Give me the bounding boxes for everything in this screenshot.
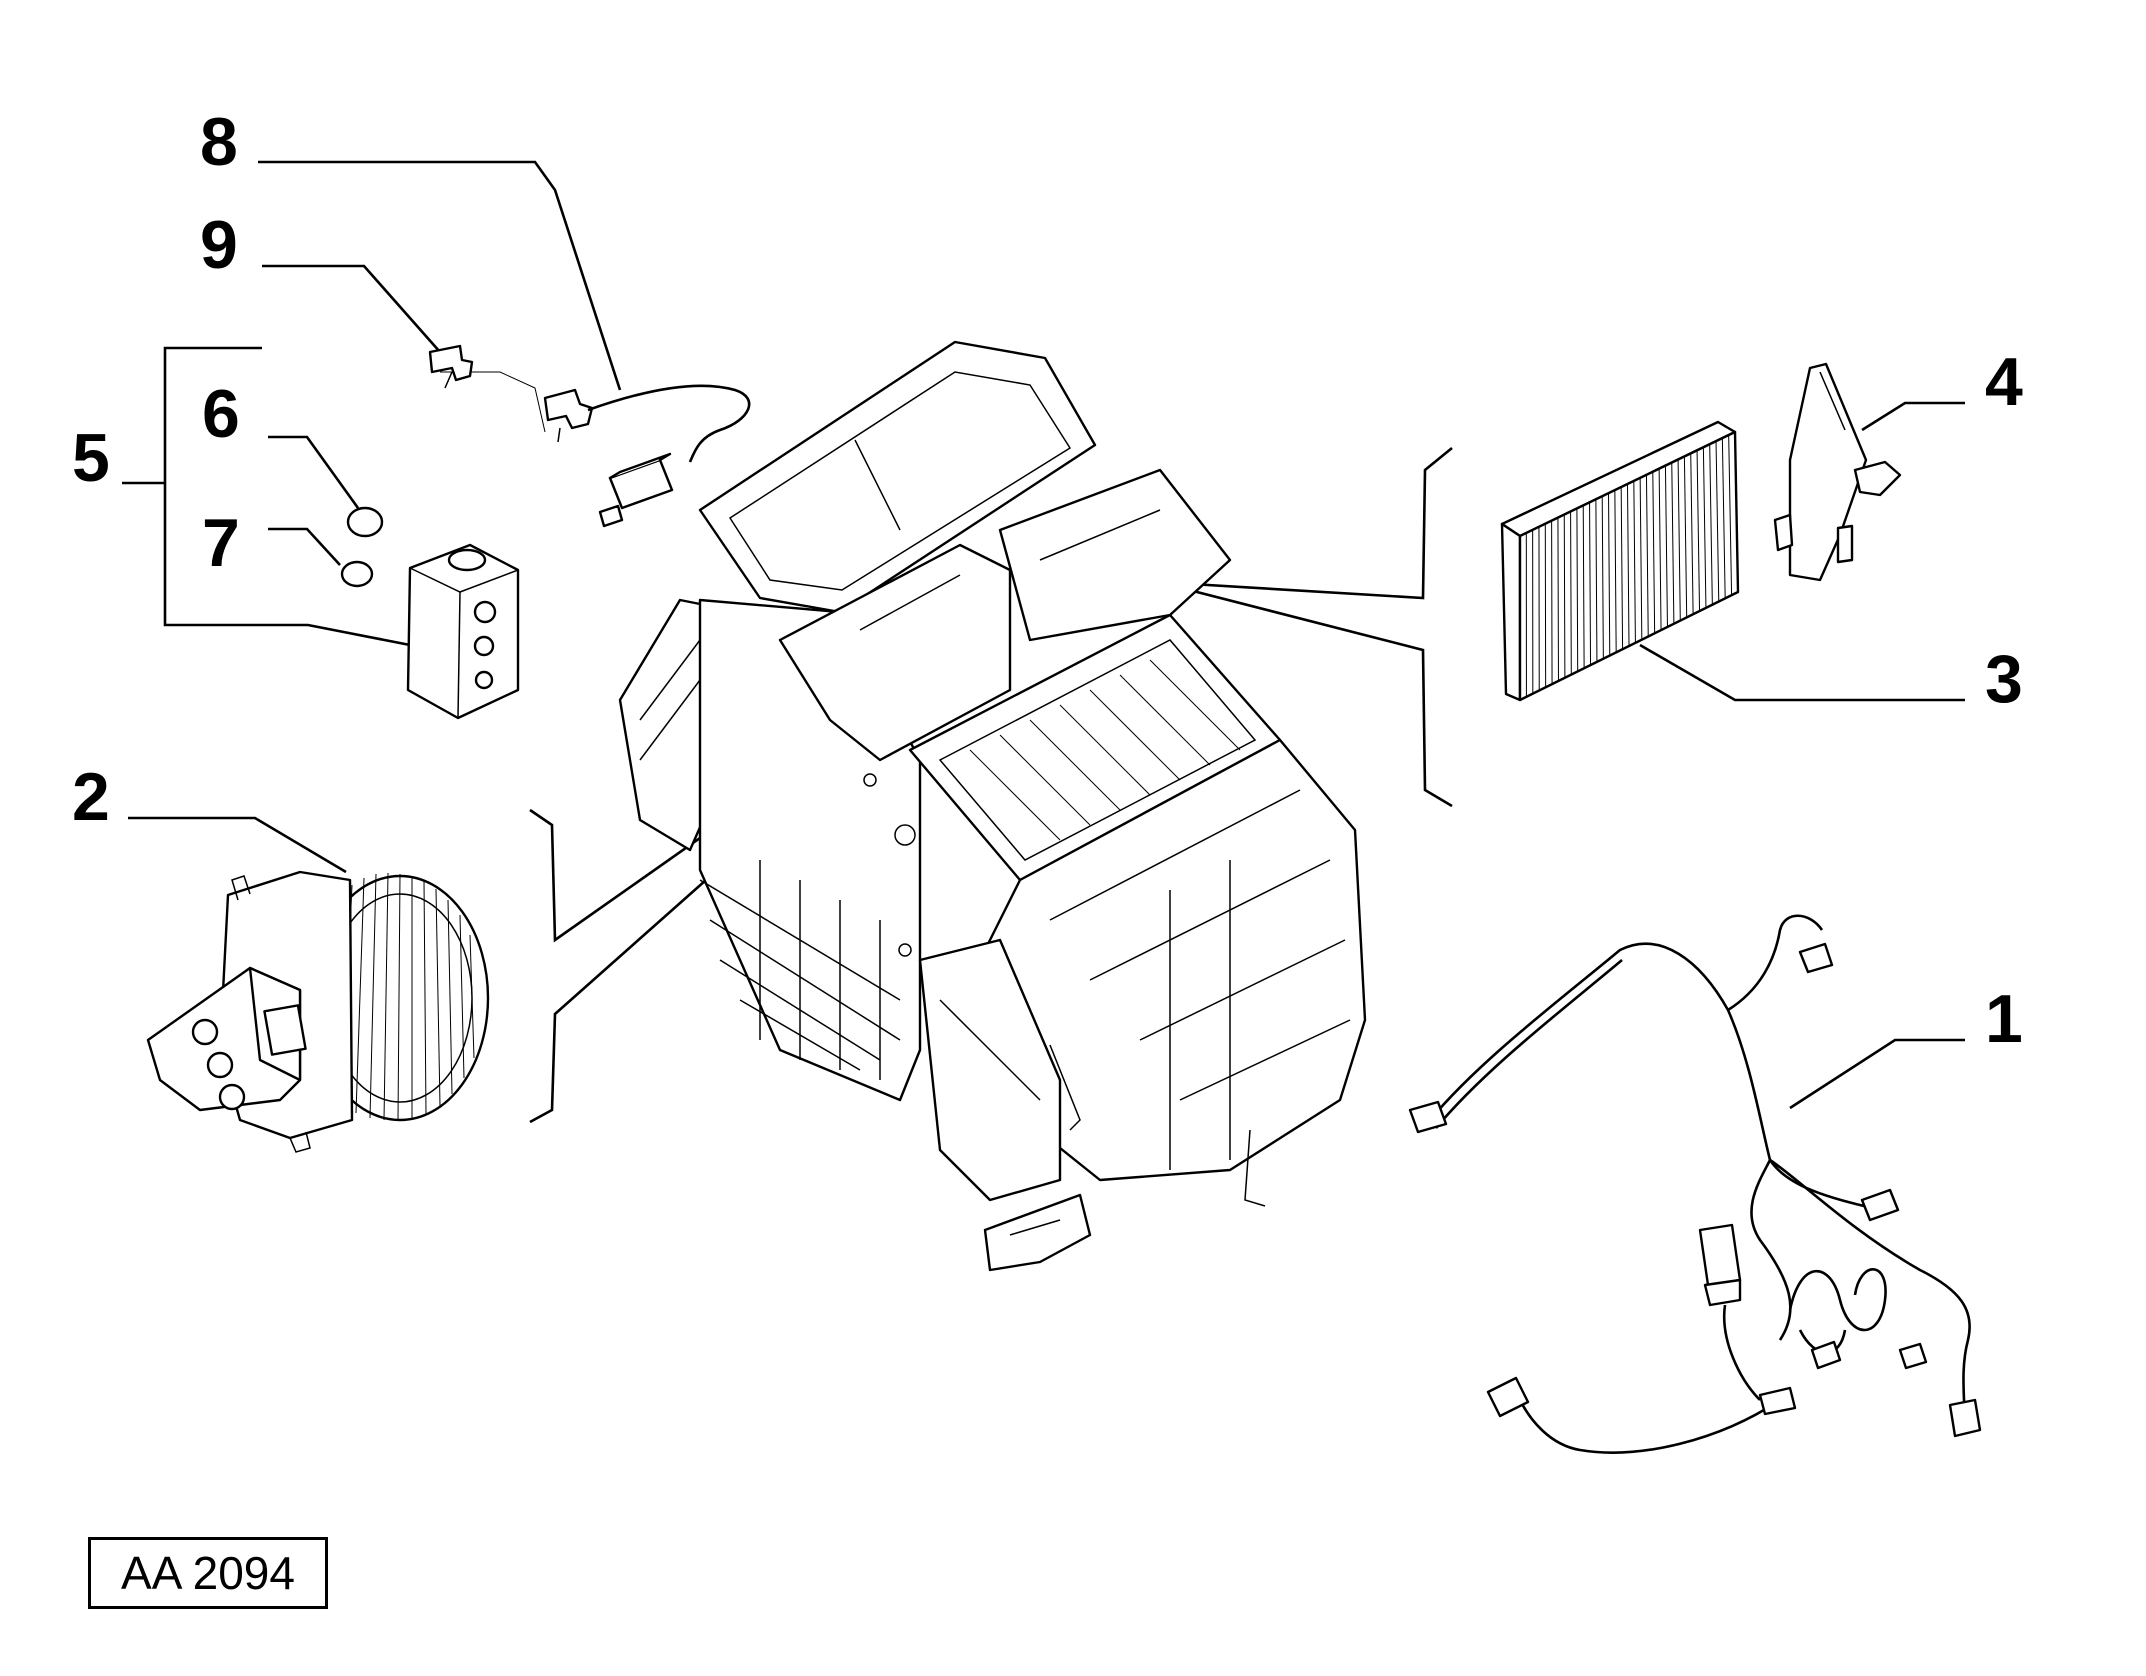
filter-pleat [1576,508,1579,672]
hvac-housing [618,340,1367,1272]
filter-pleat [1570,511,1572,675]
filter-pleat [1709,444,1713,605]
callout-1: 1 [1985,981,2023,1057]
filter-pleat [1671,462,1675,624]
filter-pleat [1683,456,1688,618]
expansion-valve [406,543,520,720]
filter-pleat [1728,435,1733,596]
filter-pleat [1645,474,1649,637]
filter-pleat [1557,517,1559,681]
filter-pleat [1696,450,1701,612]
filter-pleat [1589,502,1592,666]
filter-pleat [1664,465,1668,627]
filter-pleat [1627,483,1630,647]
callout-4: 4 [1985,344,2023,420]
callout-3: 3 [1985,641,2023,717]
filter-pleat [1677,459,1681,621]
callout-9: 9 [200,207,238,283]
temperature-sensor-cable [543,384,751,528]
callout-numbers: 8 9 6 5 7 2 4 3 1 [72,104,2023,1057]
leader-lines [122,160,1965,1124]
filter-pleat [1715,441,1720,602]
filter-pleats [1525,435,1733,697]
filter-pleat [1639,477,1643,640]
callout-6: 6 [202,376,240,452]
callout-8: 8 [200,104,238,180]
filter-cover [1773,362,1902,582]
filter-pleat [1582,505,1585,669]
filter-pleat [1702,447,1707,608]
callout-5: 5 [72,420,110,496]
filter-pleat [1608,493,1611,656]
cabin-air-filter [1500,420,1740,702]
filter-pleat [1721,438,1726,599]
filter-pleat [1614,490,1617,653]
sensor-clip [428,344,474,389]
callout-7: 7 [202,505,240,581]
filter-pleat [1690,453,1694,615]
reference-code-box: AA 2094 [88,1537,328,1609]
o-rings [340,506,384,588]
filter-pleat [1652,471,1656,634]
filter-pleat [1595,499,1598,662]
wiring-harness [1408,914,1982,1454]
filter-pleat [1658,468,1662,631]
blower-motor [146,870,490,1153]
filter-pleat [1620,487,1624,650]
filter-pleat [1601,496,1604,659]
callout-2: 2 [72,759,110,835]
filter-pleat [1633,480,1636,643]
filter-pleat [1563,514,1566,678]
